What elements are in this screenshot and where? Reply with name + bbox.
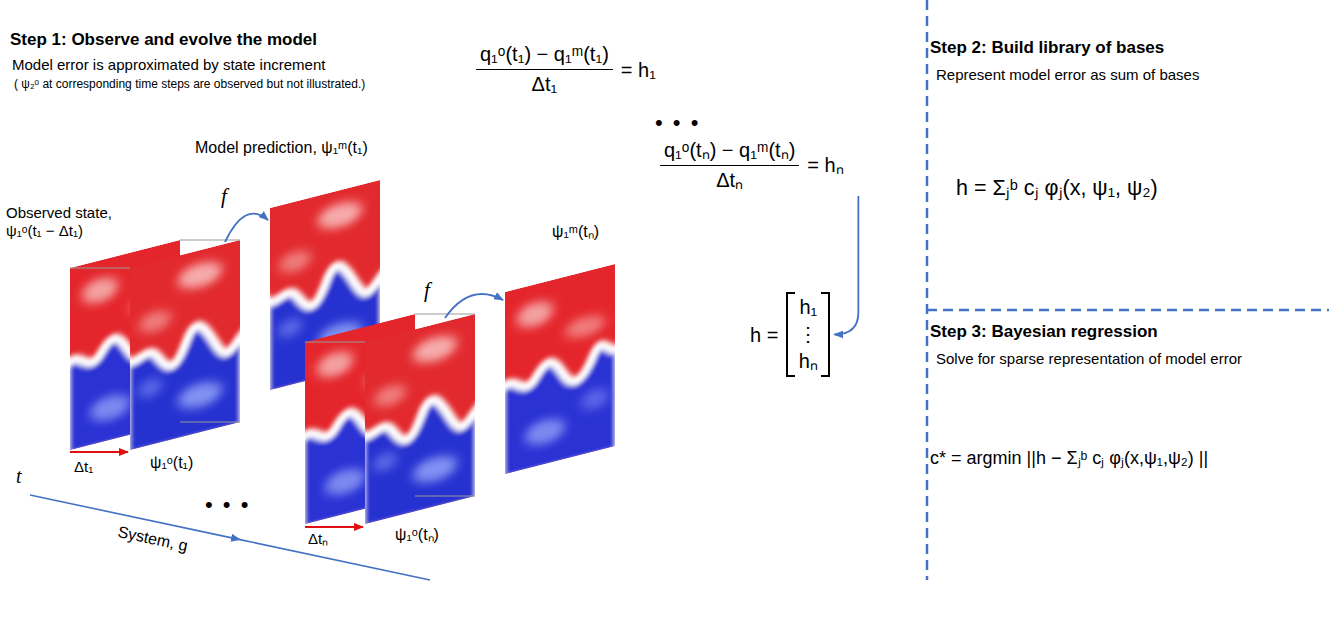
time-step-label: Δtₙ xyxy=(308,530,328,548)
numerator: q₁ᵒ(tₙ) − q₁ᵐ(tₙ) xyxy=(660,138,799,166)
axis-label: t xyxy=(16,464,22,488)
step-panel: Step 2: Build library of basesRepresent … xyxy=(930,38,1325,202)
step-heading: Step 2: Build library of bases xyxy=(930,38,1325,58)
connector xyxy=(834,196,858,335)
vector-block: h = h₁⋮hₙ xyxy=(750,292,830,377)
operator-label: f xyxy=(221,184,227,209)
equation-term: = h₁ xyxy=(621,58,656,82)
time-step-label: Δt₁ xyxy=(74,458,93,476)
equation-term: Δt₁ xyxy=(532,72,558,96)
vector-entry: h₁ xyxy=(799,294,817,321)
step-heading: Step 1: Observe and evolve the model xyxy=(10,30,317,50)
step-panel: Step 3: Bayesian regressionSolve for spa… xyxy=(930,322,1325,470)
ellipsis: • • • xyxy=(655,110,700,136)
equation: h = Σⱼᵇ cⱼ φⱼ(x, ψ₁, ψ₂) xyxy=(956,176,1325,202)
equation-result: = hₙ xyxy=(807,153,843,177)
vector-entry: ⋮ xyxy=(798,321,818,348)
equation-block: q₁ᵒ(tₙ) − q₁ᵐ(tₙ)Δtₙ = hₙ xyxy=(660,138,844,192)
equation: c* = argmin ||h − Σⱼᵇ cⱼ φⱼ(x,ψ₁,ψ₂) || xyxy=(930,448,1325,470)
equation-term: q₁ᵒ(t₁) − q₁ᵐ(t₁) xyxy=(476,42,613,70)
note: ( ψ₂ᵒ at corresponding time steps are ob… xyxy=(14,77,365,91)
vector-entry: hₙ xyxy=(799,348,818,375)
state-label: Model prediction, ψ₁ᵐ(t₁) xyxy=(195,138,368,157)
operator-label: f xyxy=(424,278,430,303)
equation-lhs: h = xyxy=(750,323,778,347)
step-description: Solve for sparse representation of model… xyxy=(936,350,1325,368)
ellipsis: • • • xyxy=(205,492,250,518)
step-heading: Step 3: Bayesian regression xyxy=(930,322,1325,342)
state-label: ψ₁ᵒ(tₙ) xyxy=(395,525,439,544)
denominator: Δtₙ xyxy=(716,166,743,192)
state-label: ψ₁ᵒ(t₁) xyxy=(150,453,193,472)
state-label: ψ₁ᵐ(tₙ) xyxy=(552,222,599,241)
vector-bracket: h₁⋮hₙ xyxy=(786,292,830,377)
state-label: Observed state, ψ₁ᵒ(t₁ − Δt₁) xyxy=(6,204,131,240)
step-description: Represent model error as sum of bases xyxy=(936,66,1325,84)
fraction: q₁ᵒ(tₙ) − q₁ᵐ(tₙ)Δtₙ xyxy=(660,138,799,192)
step-description: Model error is approximated by state inc… xyxy=(12,56,325,74)
